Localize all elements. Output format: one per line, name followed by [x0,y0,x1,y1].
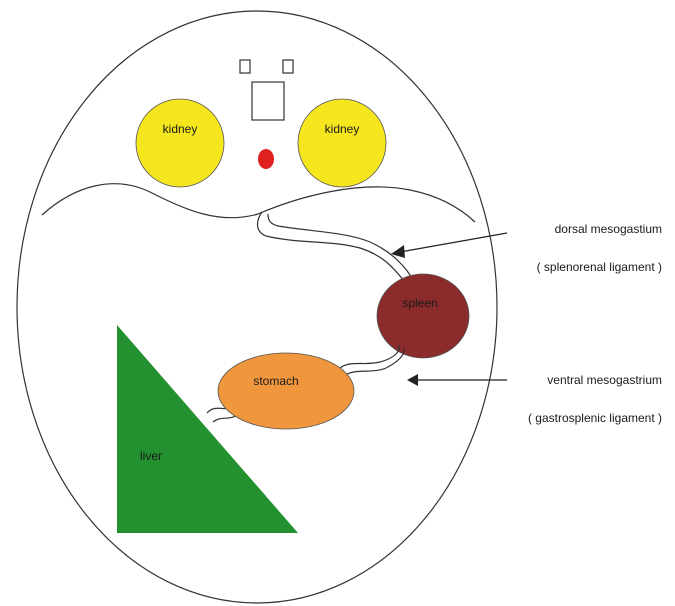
spleen-label: spleen [402,296,437,310]
vertebra-process-left [239,59,251,74]
kidney-left [135,98,225,188]
body-outline [16,10,498,604]
dorsal-mesogastrium-subtitle: ( splenorenal ligament ) [537,260,662,274]
vertebra-body [251,81,285,121]
spleen [376,273,470,359]
ventral-mesogastrium-subtitle: ( gastrosplenic ligament ) [528,411,662,425]
kidney-left-label: kidney [163,122,198,136]
dorsal-mesogastrium [256,211,406,283]
dorsal-arrow-line [399,232,508,253]
stomach-label: stomach [253,374,298,388]
kidney-right [297,98,387,188]
ventral-mesogastrium [339,344,400,369]
dorsal-mesogastrium-inner [267,213,413,279]
liver [117,325,298,533]
dorsal-arrow-head [391,245,405,258]
lesser-omentum-inner [212,415,237,423]
aorta [258,149,274,169]
ventral-arrow-head [407,374,418,386]
dorsal-mesogastrium-title: dorsal mesogastium [555,222,662,236]
vertebra-process-right [282,59,294,74]
stomach [217,352,355,430]
ventral-mesogastrium-title: ventral mesogastrium [547,373,662,387]
kidney-right-label: kidney [325,122,360,136]
ventral-mesogastrium-inner [344,347,405,376]
posterior-peritoneum [41,183,476,223]
lesser-omentum [206,407,229,414]
liver-label: liver [140,449,162,463]
